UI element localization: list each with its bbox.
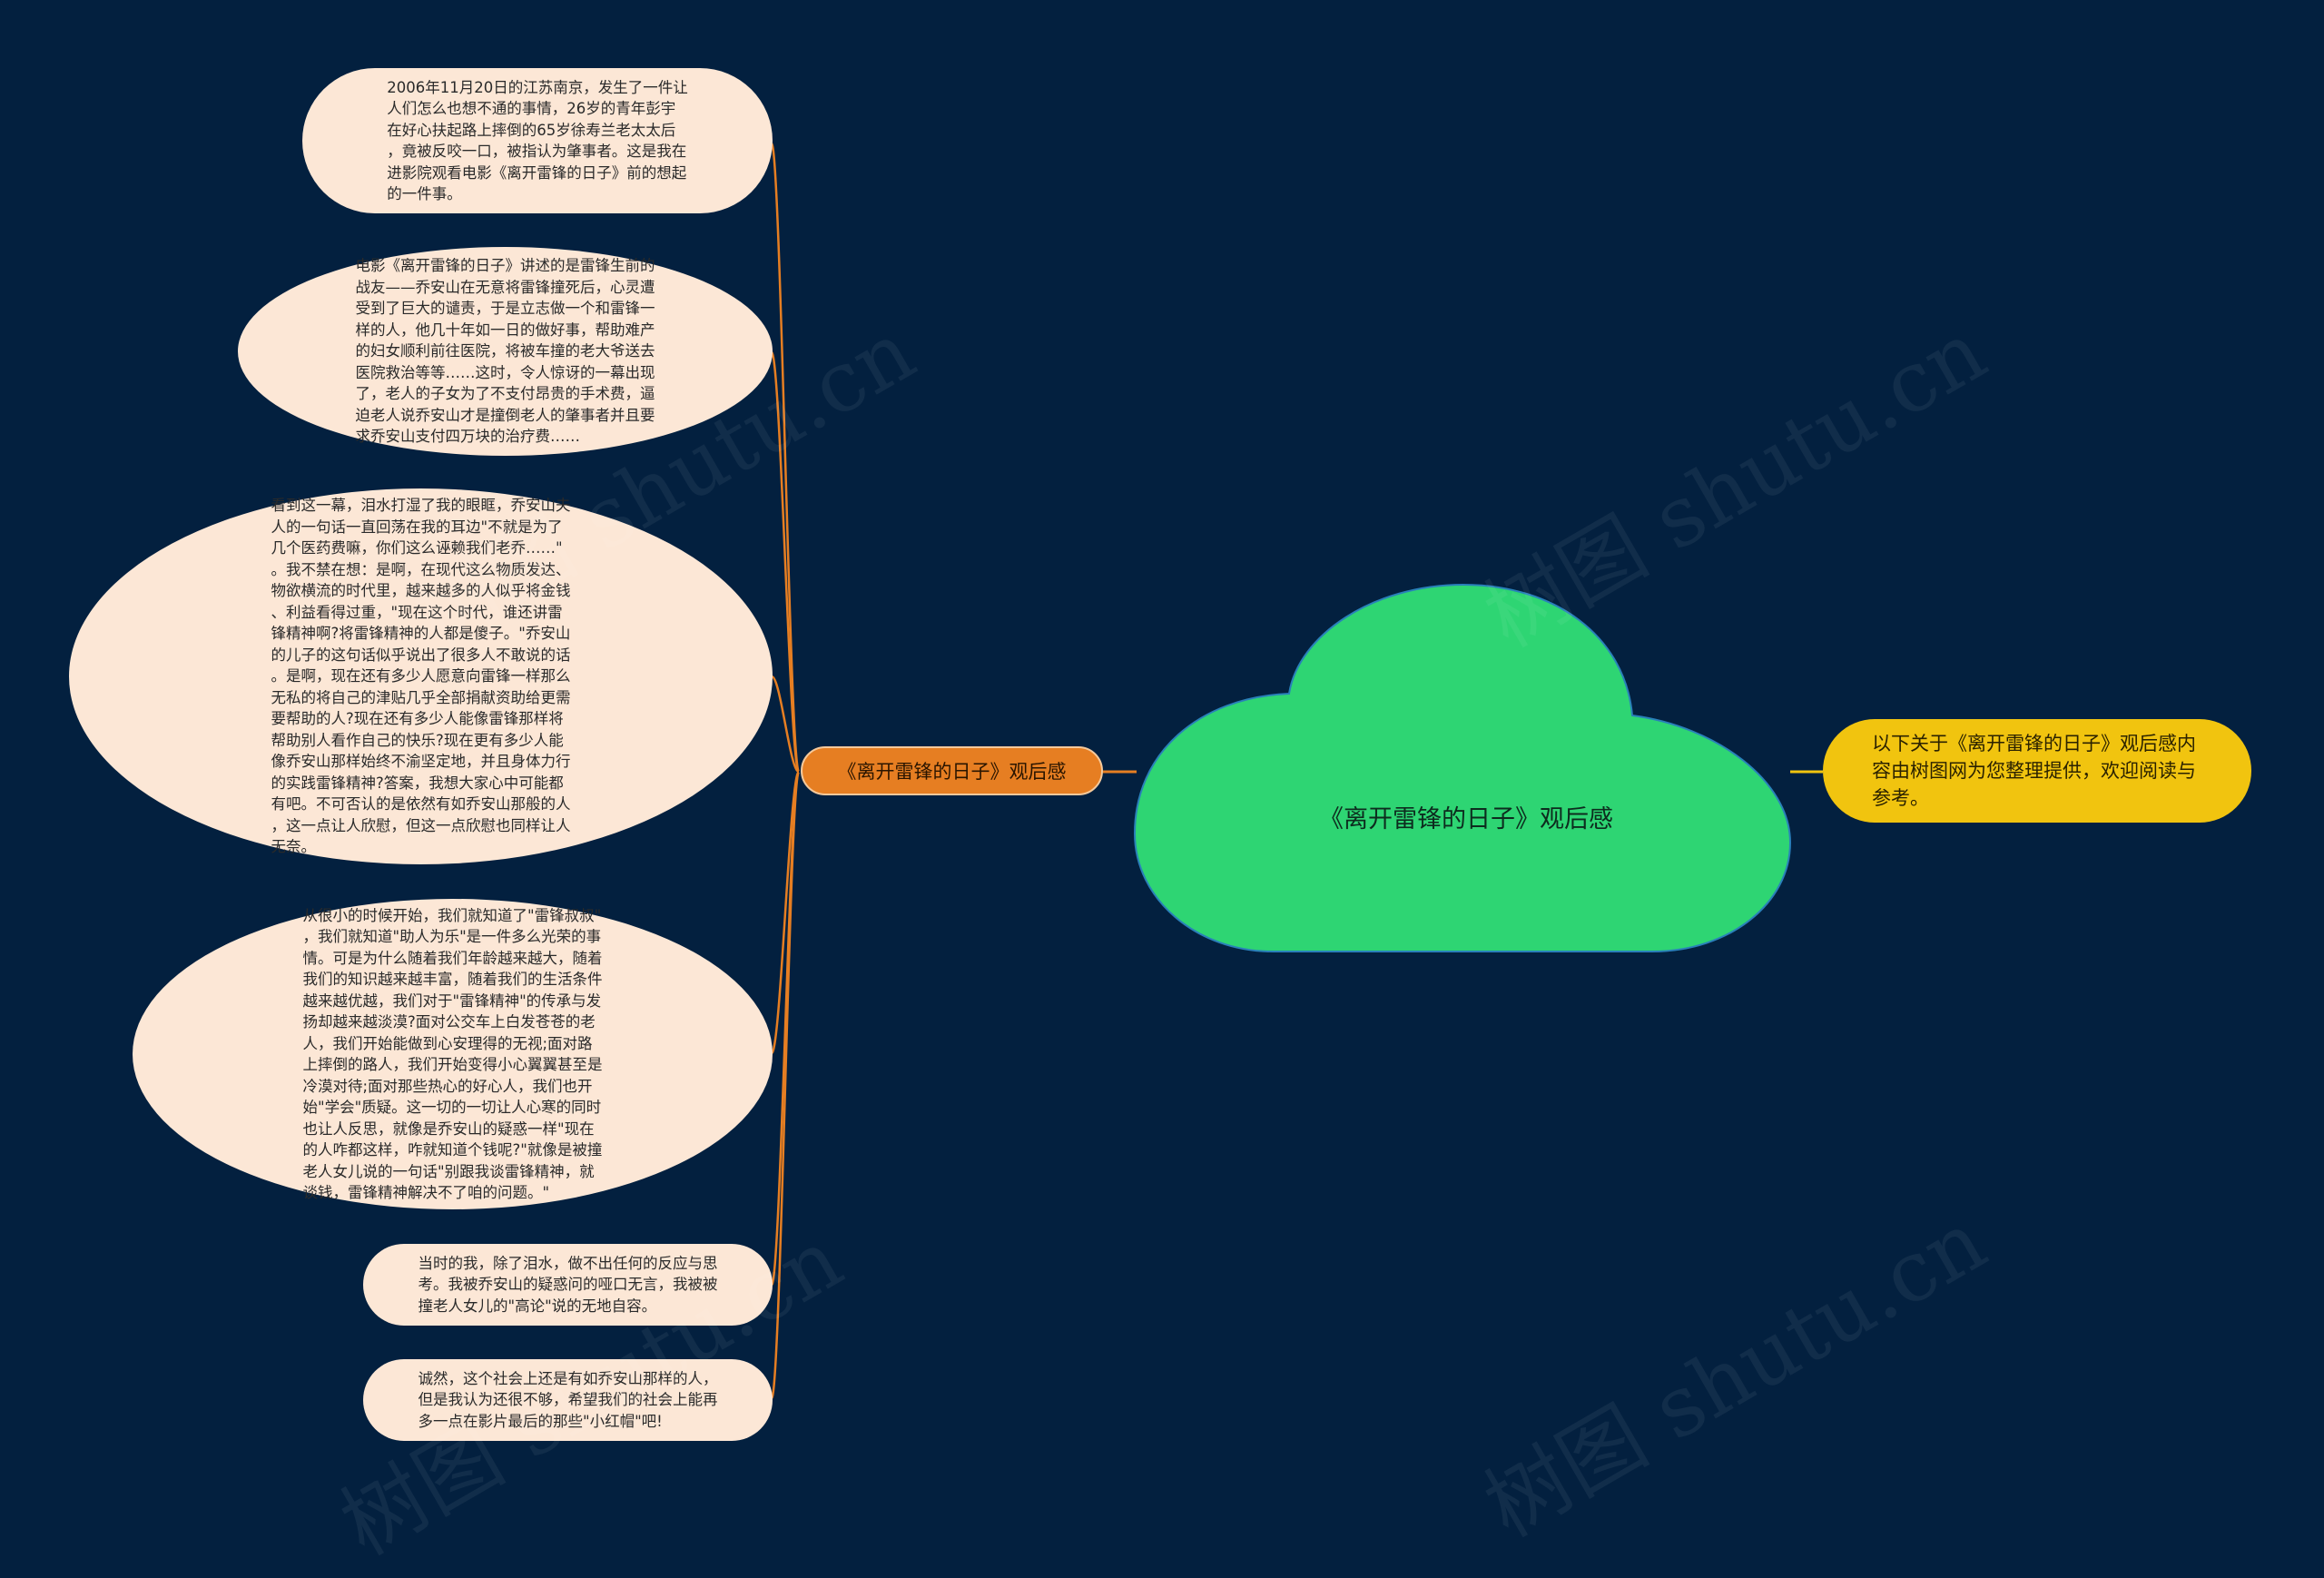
leaf-node[interactable]: 电影《离开雷锋的日子》讲述的是雷锋生前的 战友——乔安山在无意将雷锋撞死后，心灵… <box>238 247 773 456</box>
leaf-node-text: 看到这一幕，泪水打湿了我的眼眶，乔安山夫 人的一句话一直回荡在我的耳边"不就是为… <box>271 497 571 856</box>
connector-leaf-6 <box>770 770 801 1400</box>
connector-leaf-3 <box>770 675 801 774</box>
summary-node-text: 以下关于《离开雷锋的日子》观后感内容由树图网为您整理提供，欢迎阅读与参考。 <box>1872 733 2196 809</box>
leaf-node-text: 从很小的时候开始，我们就知道了"雷锋叔叔" ，我们就知道"助人为乐"是一件多么光… <box>302 906 603 1202</box>
central-node-cloud[interactable] <box>1133 583 1792 952</box>
mindmap-canvas <box>770 142 1823 1400</box>
branch-node[interactable]: 《离开雷锋的日子》观后感 <box>801 746 1103 795</box>
leaf-node[interactable]: 从很小的时候开始，我们就知道了"雷锋叔叔" ，我们就知道"助人为乐"是一件多么光… <box>133 899 773 1209</box>
connector-leaf-1 <box>770 142 801 774</box>
summary-node[interactable]: 以下关于《离开雷锋的日子》观后感内容由树图网为您整理提供，欢迎阅读与参考。 <box>1823 719 2251 823</box>
branch-connectors <box>770 142 801 1400</box>
leaf-node-text: 2006年11月20日的江苏南京，发生了一件让 人们怎么也想不通的事情，26岁的… <box>387 78 688 203</box>
leaf-node-text: 诚然，这个社会上还是有如乔安山那样的人， 但是我认为还很不够，希望我们的社会上能… <box>418 1369 718 1430</box>
leaf-node-text: 电影《离开雷锋的日子》讲述的是雷锋生前的 战友——乔安山在无意将雷锋撞死后，心灵… <box>355 257 655 446</box>
branch-node-label: 《离开雷锋的日子》观后感 <box>837 761 1067 783</box>
leaf-node[interactable]: 2006年11月20日的江苏南京，发生了一件让 人们怎么也想不通的事情，26岁的… <box>302 68 773 213</box>
central-node[interactable]: 《离开雷锋的日子》观后感 <box>1294 779 1639 861</box>
leaf-node[interactable]: 看到这一幕，泪水打湿了我的眼眶，乔安山夫 人的一句话一直回荡在我的耳边"不就是为… <box>69 488 773 864</box>
connector-leaf-2 <box>770 350 801 774</box>
leaf-node-text: 当时的我，除了泪水，做不出任何的反应与思 考。我被乔安山的疑惑问的哑口无言，我被… <box>418 1254 718 1315</box>
leaf-node[interactable]: 当时的我，除了泪水，做不出任何的反应与思 考。我被乔安山的疑惑问的哑口无言，我被… <box>363 1244 773 1326</box>
leaf-node[interactable]: 诚然，这个社会上还是有如乔安山那样的人， 但是我认为还很不够，希望我们的社会上能… <box>363 1359 773 1441</box>
central-node-label: 《离开雷锋的日子》观后感 <box>1319 805 1613 833</box>
